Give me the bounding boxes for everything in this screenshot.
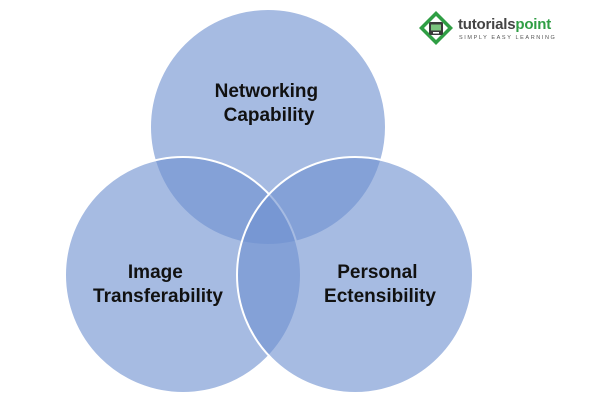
logo-wordmark: tutorialspoint: [458, 17, 551, 33]
label-image-line2: Transferability: [93, 286, 223, 307]
logo-tagline: SIMPLY EASY LEARNING: [459, 35, 557, 41]
logo-word-part2: point: [515, 16, 552, 33]
label-personal-line1: Personal: [337, 262, 417, 283]
label-networking-line2: Capability: [224, 105, 315, 126]
label-networking-capability: Networking Capability: [215, 81, 324, 126]
label-image-transferability: Image Transferability: [93, 262, 223, 307]
label-personal-ectensibility: Personal Ectensibility: [324, 262, 436, 307]
tutorialspoint-logo: tutorialspoint SIMPLY EASY LEARNING: [418, 10, 590, 48]
logo-word-part1: tutorials: [458, 16, 516, 33]
label-image-line1: Image: [128, 262, 183, 283]
logo-mark-icon: [419, 11, 453, 45]
circle-personal-ectensibility: [236, 156, 474, 394]
label-networking-line1: Networking: [215, 81, 318, 102]
label-personal-line2: Ectensibility: [324, 286, 436, 307]
